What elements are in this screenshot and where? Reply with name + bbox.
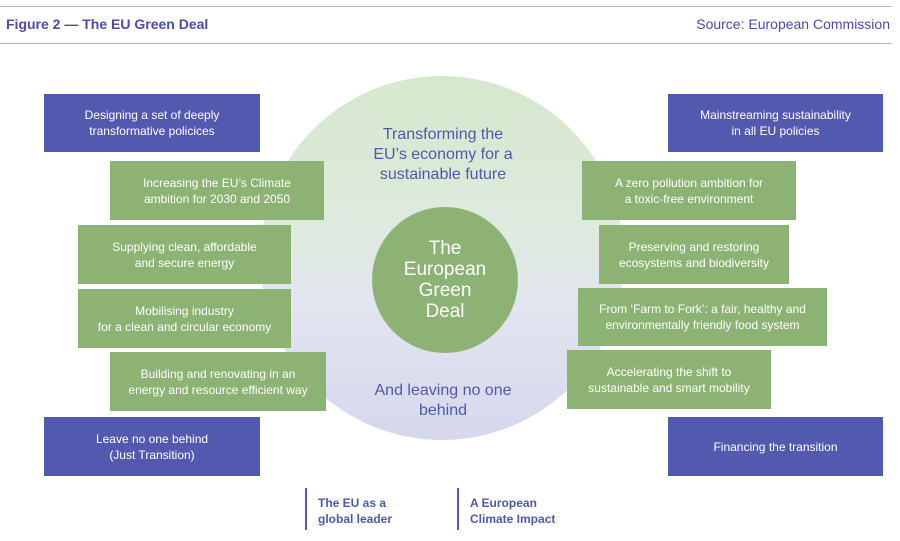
box-just-transition: Leave no one behind(Just Transition) xyxy=(44,417,260,476)
box-line: Leave no one behind xyxy=(95,431,209,446)
header-bottom-rule xyxy=(0,43,892,44)
box-line: Mainstreaming sustainability xyxy=(700,108,851,122)
green-deal-core: The European Green Deal xyxy=(372,207,518,353)
footer-line: A European xyxy=(470,496,537,510)
box-line: A zero pollution ambition for xyxy=(614,175,764,190)
box-line: Designing a set of deeply xyxy=(84,108,220,122)
box-line: energy and resource efficient way xyxy=(128,382,308,397)
box-line: Accelerating the shift to xyxy=(606,364,732,379)
footer-global-leader: The EU as a global leader xyxy=(318,495,392,527)
box-line: a toxic-free environment xyxy=(624,191,754,206)
box-line: Mobilising industry xyxy=(135,303,234,318)
footer-line: The EU as a xyxy=(318,496,387,510)
box-line: ecosystems and biodiversity xyxy=(618,255,770,270)
circle-bottom-line: behind xyxy=(418,402,468,419)
core-line: European xyxy=(403,259,487,280)
footer-climate-impact: A European Climate Impact xyxy=(470,495,555,527)
box-line: ambition for 2030 and 2050 xyxy=(143,191,291,206)
circle-bottom-text: And leaving no one behind xyxy=(345,381,541,421)
box-financing-transition: Financing the transition xyxy=(668,417,883,476)
circle-top-line: Transforming the xyxy=(382,126,504,143)
footer-bar-climate-impact xyxy=(457,488,459,530)
footer-bar-global-leader xyxy=(305,488,307,530)
header-top-rule xyxy=(0,6,892,7)
figure-source: Source: European Commission xyxy=(696,16,890,32)
core-line: The xyxy=(428,238,462,259)
box-line: environmentally friendly food system xyxy=(605,318,800,332)
footer-line: Climate Impact xyxy=(470,512,556,526)
box-line: Building and renovating in an xyxy=(140,366,296,381)
box-transformative-policies: Designing a set of deeply transformative … xyxy=(44,94,260,152)
box-mainstreaming-sustainability: Mainstreaming sustainability in all EU po… xyxy=(668,94,883,152)
core-line: Green xyxy=(418,280,472,301)
box-line: sustainable and smart mobility xyxy=(588,380,750,395)
circle-top-line: sustainable future xyxy=(379,166,507,183)
box-line: (Just Transition) xyxy=(109,447,195,462)
box-line: and secure energy xyxy=(134,255,235,270)
circle-top-text: Transforming the EU’s economy for a sust… xyxy=(345,125,541,185)
box-line: Preserving and restoring xyxy=(628,239,760,254)
box-farm-to-fork: From ‘Farm to Fork’: a fair, healthy and… xyxy=(578,288,827,346)
box-line: Increasing the EU’s Climate xyxy=(143,175,291,190)
core-line: Deal xyxy=(425,301,465,322)
footer-line: global leader xyxy=(318,512,393,526)
box-line: transformative policices xyxy=(89,124,215,138)
box-line: Financing the transition xyxy=(713,439,838,454)
box-line: From ‘Farm to Fork’: a fair, healthy and xyxy=(599,302,806,316)
circle-bottom-line: And leaving no one xyxy=(374,382,512,399)
box-line: in all EU policies xyxy=(731,124,820,138)
box-line: Supplying clean, affordable xyxy=(112,239,257,254)
figure-title: Figure 2 — The EU Green Deal xyxy=(6,16,209,32)
box-line: for a clean and circular economy xyxy=(97,319,272,334)
circle-top-line: EU’s economy for a xyxy=(373,146,513,163)
